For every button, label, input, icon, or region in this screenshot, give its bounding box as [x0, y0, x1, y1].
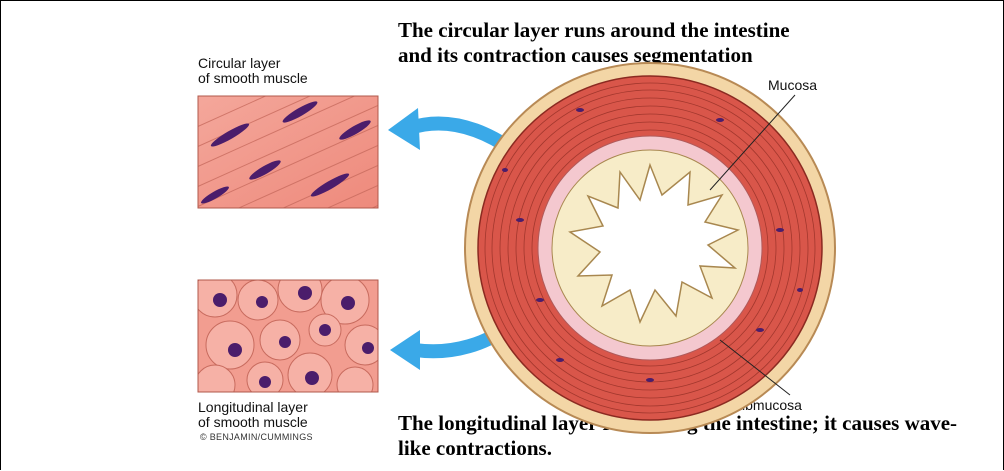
longitudinal-muscle-panel: [193, 268, 385, 405]
circular-muscle-panel: [190, 40, 390, 290]
intestine-cross-section: [465, 63, 835, 433]
